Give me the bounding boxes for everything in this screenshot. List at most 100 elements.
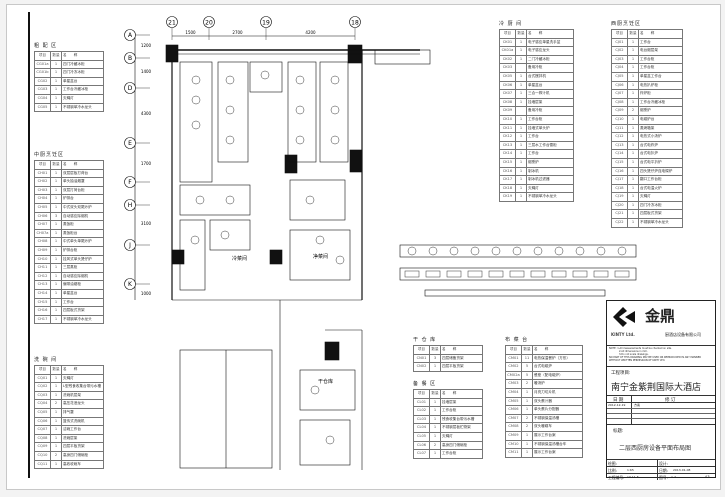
item-code: 项目 [611,29,628,39]
axis-label: H [128,202,133,209]
drawn-label: 绘图: [608,461,617,466]
item-name: 自动感应除烟机 [61,211,104,222]
axis-label: 21 [168,20,176,27]
item-name: 名 称 [61,160,104,170]
item-name: 双头蛋汁器 [532,396,583,407]
food-pan-icon [467,270,483,278]
item-name: 电热式小汤炉 [638,132,683,142]
item-code: CG02 [34,76,51,87]
item-qty: 数量 [429,389,441,399]
item-qty: 1 [627,80,639,91]
item-code: CQ09 [34,442,51,452]
dimension-label: 4300 [141,111,152,116]
item-code: CG04 [34,93,51,104]
scale-value: 1:65 [627,468,634,472]
item-name: 灭蝇灯 [440,431,483,442]
equipment-tag-icon [315,235,325,245]
item-name: 电台烟层架 [638,46,683,56]
item-qty: 1 [627,123,639,134]
item-code: CM09 [505,430,522,441]
item-name: 高身四门储碗柜 [440,440,483,451]
equipment-tag-icon [512,246,522,256]
item-qty: 1 [50,68,62,78]
dimension-label: 1000 [141,291,152,296]
equipment-tag-icon [191,75,201,85]
item-qty: 1 [515,140,527,151]
item-qty: 1 [627,71,639,82]
item-qty: 1 [627,89,639,99]
item-code: CK03 [499,63,516,73]
food-pan-icon [572,270,588,278]
item-qty: 1 [515,71,527,82]
item-name: 不锈钢保温汤槽台车 [532,439,583,450]
item-name: 炉排台 [61,194,104,204]
item-name: 不锈钢层板贮物架 [440,423,483,433]
food-pan-icon [488,270,504,278]
item-code: CJ06 [611,80,628,91]
item-qty: 1 [515,149,527,159]
equipment-tag-icon [195,195,205,205]
item-qty: 3 [50,211,62,222]
date-value: 2013-01-08 [673,468,691,472]
food-pan-icon [404,270,420,278]
item-name: 单头蛋片分配器 [532,405,583,415]
item-code: 项目 [413,345,430,355]
item-name: 电子感应单星洗手盆 [526,37,574,48]
axis-label: J [128,242,131,249]
item-qty: 1 [627,149,639,159]
item-name: 排气罩 [61,407,104,418]
food-pan-icon [551,270,567,278]
item-code: CG05 [34,102,51,113]
item-qty: 1 [50,433,62,444]
item-qty: 1 [50,254,62,265]
item-name: 台式电温火炉 [638,183,683,194]
item-code: CJ22 [611,218,628,228]
item-name: 展示工作台案 [532,430,583,441]
item-name: 灭蝇灯 [638,192,683,202]
item-code: CM08 [505,422,522,432]
item-name: 单头抽油烟罩 [61,177,104,187]
equipment-tag-icon [330,135,340,145]
item-code: CJ20 [611,200,628,211]
item-code: CQ10 [34,450,51,461]
item-qty: 1 [521,396,533,407]
item-name: 不锈钢保温汤槽 [532,413,583,424]
item-name: 炉排台柜 [61,245,104,256]
item-name: 名 称 [440,389,483,399]
item-qty: 1 [627,175,639,185]
axis-label: 20 [205,20,213,27]
equipment-tag-icon [325,435,335,445]
item-code: CK07 [499,89,516,99]
item-name: 单星盆台 [61,76,104,87]
item-name: 双头暖碟车 [532,422,583,432]
item-code: CK16 [499,166,516,177]
equipment-tag-icon [575,246,585,256]
equipment-tag-icon [491,246,501,256]
item-qty: 1 [515,46,527,56]
item-code: 项目 [34,160,51,170]
drawing-number-label: 图号: [659,475,668,480]
item-name: 洁碗工作台 [61,425,104,435]
axis-label: D [128,85,133,92]
